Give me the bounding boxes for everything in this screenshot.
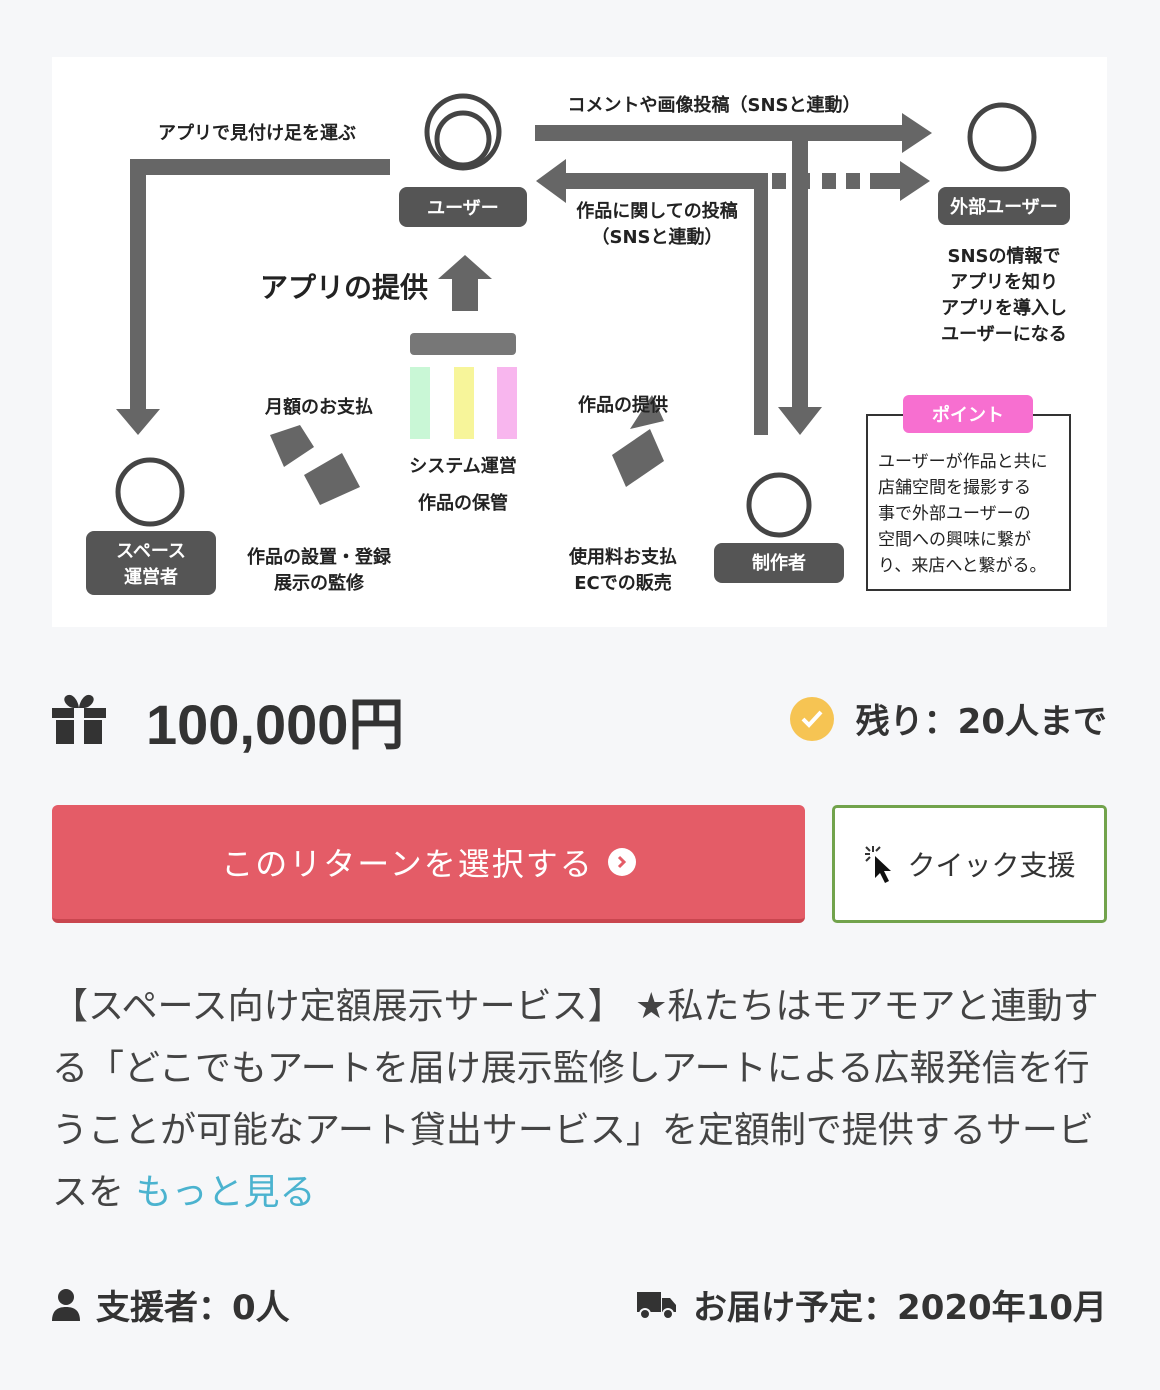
- external-user-icon: [967, 102, 1037, 172]
- diagram-arrows: [116, 113, 932, 505]
- remaining-text: 残り：20人まで: [855, 702, 1107, 742]
- price-row: 100,000円 残り：20人まで: [52, 680, 1107, 760]
- label-work-post: （SNSと連動）: [592, 226, 723, 248]
- point-badge: ポイント: [932, 404, 1004, 426]
- label-app-provide: アプリの提供: [260, 271, 428, 304]
- space-operator-label: スペース: [116, 541, 186, 562]
- external-note-line: ユーザーになる: [941, 324, 1067, 345]
- truck-icon: [637, 1291, 677, 1320]
- quick-support-label: クイック支援: [907, 849, 1076, 882]
- space-operator-icon: [115, 457, 185, 527]
- label-monthly-payment: 月額のお支払: [264, 396, 373, 418]
- user-avatar-icon: [424, 93, 502, 171]
- check-icon: [789, 696, 834, 741]
- select-reward-button[interactable]: このリターンを選択する: [52, 805, 805, 923]
- label-system-ops: システム運営: [409, 455, 516, 477]
- delivery: お届け予定：2020年10月: [637, 1280, 1107, 1329]
- label-fee: ECでの販売: [574, 572, 672, 594]
- quick-support-button[interactable]: クイック支援: [832, 805, 1107, 923]
- chevron-right-icon: [607, 848, 636, 876]
- reward-price: 100,000円: [146, 693, 405, 756]
- supporters: 支援者：0人: [52, 1280, 290, 1329]
- external-note-line: SNSの情報で: [948, 245, 1061, 267]
- reward-description: 【スペース向け定額展示サービス】 ★私たちはモアモアと連動する「どこでもアートを…: [52, 976, 1112, 1224]
- external-user-label: 外部ユーザー: [950, 196, 1058, 218]
- creator-label: 制作者: [752, 552, 806, 574]
- point-text-line: ユーザーが作品と共に: [878, 452, 1048, 472]
- label-comment-post: コメントや画像投稿（SNSと連動）: [568, 94, 861, 116]
- point-text-line: 空間への興味に繋が: [878, 530, 1031, 550]
- label-storage: 作品の保管: [418, 492, 508, 514]
- label-app-walk: アプリで見付け足を運ぶ: [158, 122, 356, 144]
- select-reward-label: このリターンを選択する: [221, 845, 594, 883]
- label-install: 作品の設置・登録: [247, 546, 392, 568]
- space-operator-label: 運営者: [124, 566, 178, 588]
- point-box: [866, 414, 1071, 591]
- external-note-line: アプリを導入し: [941, 297, 1067, 319]
- user-icon: [52, 1288, 80, 1321]
- remaining-count: 残り：20人まで: [789, 694, 1107, 743]
- point-text-line: 事で外部ユーザーの: [878, 504, 1031, 524]
- reward-footer: 支援者：0人 お届け予定：2020年10月: [52, 1280, 1107, 1330]
- label-install: 展示の監修: [274, 572, 365, 594]
- gift-icon: [52, 694, 106, 744]
- point-text-line: り、来店へと繋がる。: [878, 556, 1046, 576]
- creator-icon: [746, 472, 812, 538]
- service-diagram: ユーザー 外部ユーザー SNSの情報で アプリを知り アプリを導入し ユーザーに…: [52, 57, 1107, 627]
- label-work-post: 作品に関しての投稿: [576, 200, 737, 222]
- user-label: ユーザー: [427, 198, 499, 219]
- point-text-line: 店舗空間を撮影する: [878, 478, 1031, 498]
- click-cursor-icon: [865, 846, 892, 883]
- external-note-line: アプリを知り: [950, 271, 1058, 293]
- label-fee: 使用料お支払: [568, 546, 677, 568]
- label-work-provide: 作品の提供: [578, 394, 668, 416]
- delivery-date: お届け予定：2020年10月: [693, 1288, 1107, 1328]
- description-text: 【スペース向け定額展示サービス】 ★私たちはモアモアと連動する「どこでもアートを…: [52, 986, 1099, 1213]
- show-more-link[interactable]: もっと見る: [135, 1172, 316, 1213]
- supporters-count: 支援者：0人: [96, 1288, 290, 1328]
